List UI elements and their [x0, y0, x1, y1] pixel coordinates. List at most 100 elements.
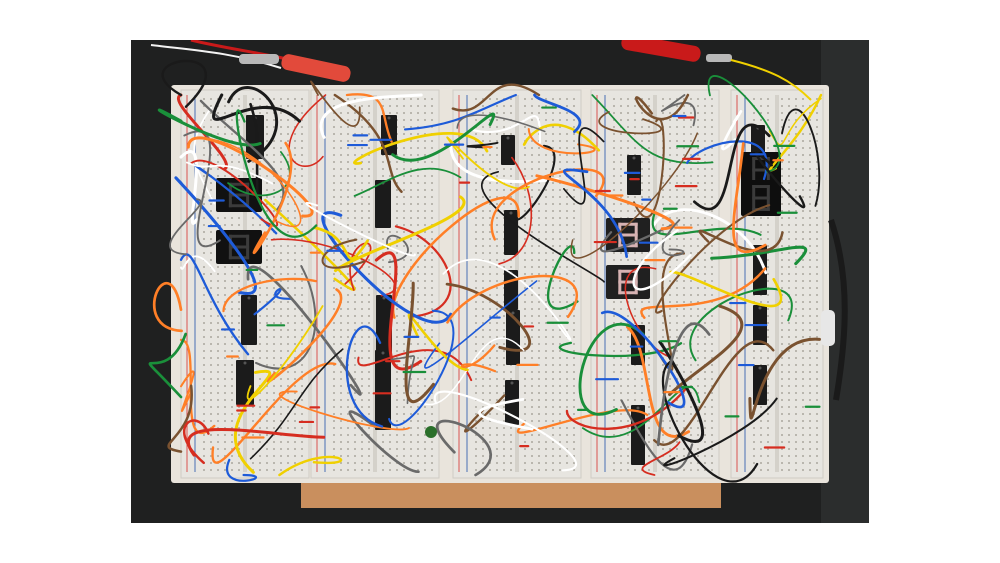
- breadboard-hole: [531, 413, 533, 415]
- breadboard-hole: [767, 322, 769, 324]
- breadboard-hole: [545, 399, 547, 401]
- breadboard-hole: [280, 140, 282, 142]
- breadboard-hole: [648, 98, 650, 100]
- breadboard-hole: [648, 329, 650, 331]
- breadboard-hole: [559, 245, 561, 247]
- breadboard-hole: [676, 245, 678, 247]
- breadboard-hole: [224, 273, 226, 275]
- breadboard-hole: [573, 105, 575, 107]
- breadboard-hole: [410, 210, 412, 212]
- breadboard-hole: [648, 343, 650, 345]
- breadboard-hole: [210, 336, 212, 338]
- breadboard-hole: [259, 434, 261, 436]
- jumper-wire: [578, 323, 645, 416]
- breadboard-hole: [573, 448, 575, 450]
- breadboard-hole: [760, 224, 762, 226]
- breadboard-hole: [683, 392, 685, 394]
- breadboard-hole: [482, 273, 484, 275]
- breadboard-hole: [524, 371, 526, 373]
- breadboard-hole: [475, 231, 477, 233]
- breadboard-hole: [287, 455, 289, 457]
- breadboard-hole: [816, 420, 818, 422]
- breadboard-hole: [711, 357, 713, 359]
- breadboard-hole: [294, 462, 296, 464]
- breadboard-hole: [753, 350, 755, 352]
- breadboard-hole: [753, 119, 755, 121]
- breadboard-hole: [340, 154, 342, 156]
- breadboard-hole: [417, 147, 419, 149]
- segment-f: [752, 185, 756, 198]
- breadboard-hole: [431, 441, 433, 443]
- breadboard-hole: [648, 175, 650, 177]
- breadboard-hole: [403, 287, 405, 289]
- breadboard-hole: [417, 385, 419, 387]
- breadboard-hole: [273, 98, 275, 100]
- breadboard-hole: [396, 343, 398, 345]
- breadboard-hole: [496, 350, 498, 352]
- breadboard-hole: [552, 343, 554, 345]
- breadboard-hole: [252, 105, 254, 107]
- breadboard-hole: [368, 336, 370, 338]
- breadboard-hole: [238, 406, 240, 408]
- breadboard-hole: [788, 385, 790, 387]
- breadboard-hole: [482, 266, 484, 268]
- breadboard-hole: [287, 231, 289, 233]
- breadboard-hole: [489, 434, 491, 436]
- breadboard-hole: [816, 238, 818, 240]
- breadboard-hole: [489, 371, 491, 373]
- breadboard-hole: [294, 105, 296, 107]
- breadboard-hole: [403, 112, 405, 114]
- breadboard-hole: [767, 434, 769, 436]
- breadboard-hole: [496, 231, 498, 233]
- breadboard-hole: [662, 462, 664, 464]
- breadboard-hole: [210, 392, 212, 394]
- breadboard-hole: [552, 301, 554, 303]
- breadboard-hole: [217, 301, 219, 303]
- breadboard-hole: [287, 322, 289, 324]
- breadboard-hole: [417, 189, 419, 191]
- breadboard-hole: [767, 266, 769, 268]
- breadboard-hole: [767, 399, 769, 401]
- breadboard-hole: [788, 287, 790, 289]
- breadboard-hole: [809, 434, 811, 436]
- jumper-wire: [481, 170, 605, 283]
- jumper-wire: [357, 349, 473, 382]
- breadboard-hole: [410, 147, 412, 149]
- breadboard-hole: [294, 119, 296, 121]
- breadboard-hole: [410, 406, 412, 408]
- breadboard-hole: [382, 98, 384, 100]
- breadboard-hole: [396, 427, 398, 429]
- breadboard-hole: [389, 287, 391, 289]
- breadboard-hole: [760, 238, 762, 240]
- breadboard-hole: [711, 189, 713, 191]
- breadboard-hole: [347, 469, 349, 471]
- breadboard-hole: [795, 168, 797, 170]
- breadboard-hole: [431, 280, 433, 282]
- breadboard-hole: [760, 434, 762, 436]
- breadboard-hole: [767, 455, 769, 457]
- breadboard-hole: [704, 140, 706, 142]
- breadboard-hole: [559, 238, 561, 240]
- breadboard-hole: [662, 427, 664, 429]
- breadboard-hole: [489, 238, 491, 240]
- breadboard-hole: [802, 378, 804, 380]
- breadboard-hole: [287, 350, 289, 352]
- breadboard-hole: [559, 357, 561, 359]
- breadboard-hole: [781, 357, 783, 359]
- breadboard-hole: [482, 161, 484, 163]
- breadboard-hole: [301, 189, 303, 191]
- breadboard-hole: [809, 140, 811, 142]
- breadboard-hole: [573, 455, 575, 457]
- breadboard-hole: [252, 448, 254, 450]
- jumper-wire: [460, 344, 497, 373]
- ic-notch: [247, 296, 251, 300]
- breadboard-hole: [266, 448, 268, 450]
- breadboard-hole: [403, 147, 405, 149]
- breadboard-hole: [231, 469, 233, 471]
- breadboard-hole: [781, 238, 783, 240]
- jumper-wire: [721, 110, 743, 151]
- breadboard-hole: [424, 175, 426, 177]
- breadboard-hole: [711, 280, 713, 282]
- breadboard-hole: [431, 273, 433, 275]
- breadboard-hole: [496, 462, 498, 464]
